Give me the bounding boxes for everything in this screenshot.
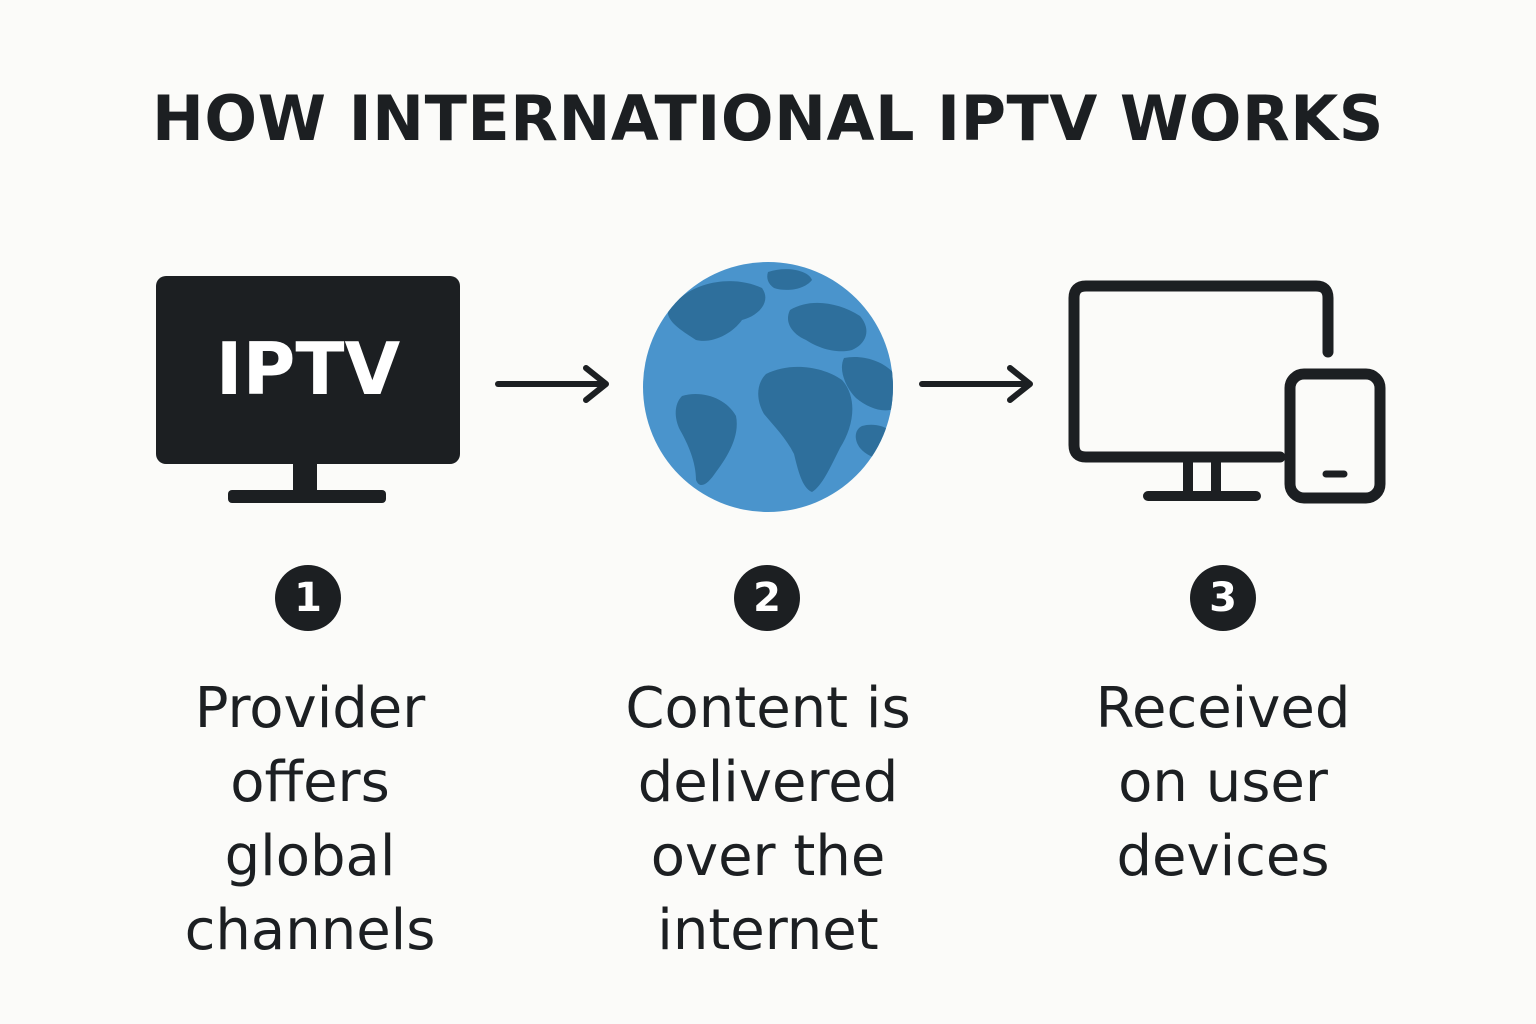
- arrow-right-icon: [919, 365, 1033, 403]
- caption-line: over the: [650, 824, 886, 889]
- caption-line: delivered: [637, 750, 899, 815]
- step-caption-2: Content is delivered over the internet: [598, 672, 938, 968]
- caption-line: on user: [1118, 750, 1328, 815]
- caption-line: devices: [1116, 824, 1330, 889]
- caption-line: channels: [184, 898, 436, 963]
- caption-line: internet: [657, 898, 879, 963]
- globe-icon: [643, 262, 893, 512]
- step-number-badge-3: 3: [1190, 565, 1256, 631]
- caption-line: global: [224, 824, 396, 889]
- step-number-badge-2: 2: [734, 565, 800, 631]
- devices-icon: [1068, 280, 1386, 504]
- tv-screen-label: IPTV: [216, 327, 401, 411]
- step-number-badge-1: 1: [275, 565, 341, 631]
- caption-line: Received: [1095, 676, 1351, 741]
- step-caption-3: Received on user devices: [1053, 672, 1393, 894]
- caption-line: Content is: [625, 676, 911, 741]
- arrow-right-icon: [495, 365, 609, 403]
- step-caption-1: Provider offers global channels: [140, 672, 480, 968]
- diagram-title: HOW INTERNATIONAL IPTV WORKS: [152, 82, 1384, 155]
- tv-icon: IPTV: [156, 276, 460, 503]
- caption-line: Provider: [194, 676, 426, 741]
- caption-line: offers: [230, 750, 390, 815]
